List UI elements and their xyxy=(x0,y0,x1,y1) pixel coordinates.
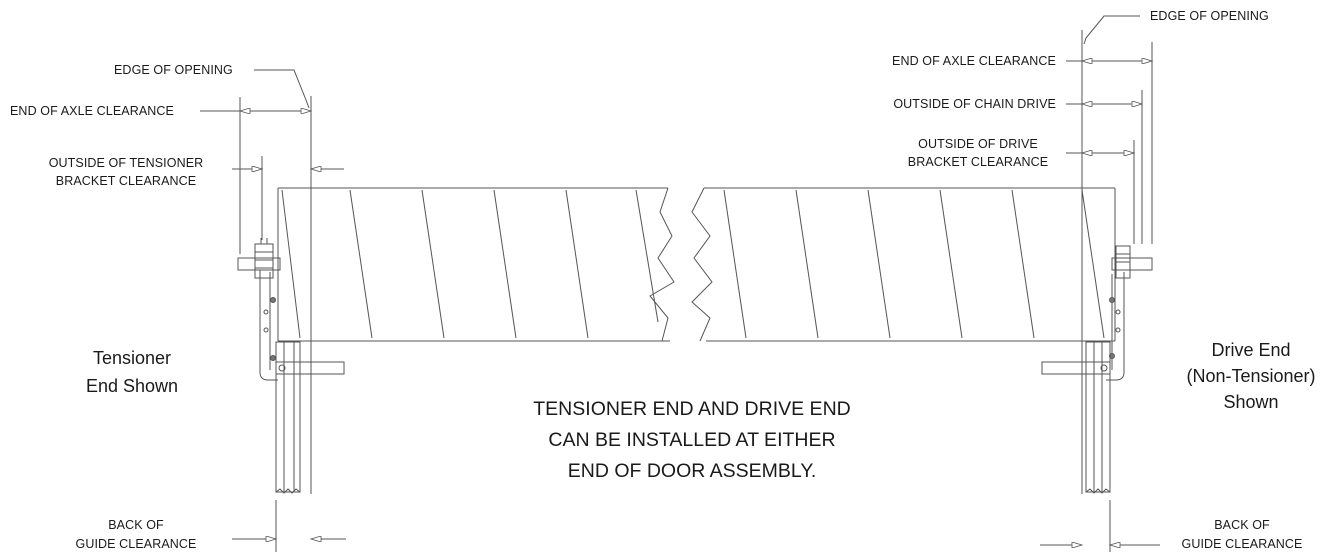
left-dimensions xyxy=(200,69,346,552)
right-back-of-guide-label-2: GUIDE CLEARANCE xyxy=(1181,537,1303,551)
drive-end-hardware xyxy=(1041,245,1153,494)
drive-caption-line-2: (Non-Tensioner) xyxy=(1186,366,1316,386)
tensioner-end-hardware xyxy=(237,238,345,494)
drum-right xyxy=(691,187,1116,342)
right-end-of-axle-label: END OF AXLE CLEARANCE xyxy=(892,54,1056,68)
tensioner-caption-line-2: End Shown xyxy=(85,376,179,396)
left-back-of-guide-label-2: GUIDE CLEARANCE xyxy=(75,537,197,551)
right-drive-bracket-label-1: OUTSIDE OF DRIVE xyxy=(918,137,1038,151)
left-tensioner-bracket-label-2: BRACKET CLEARANCE xyxy=(55,174,197,188)
drive-caption-line-1: Drive End xyxy=(1211,340,1291,360)
installation-note-line-3: END OF DOOR ASSEMBLY. xyxy=(567,460,817,482)
right-drive-bracket-label-2: BRACKET CLEARANCE xyxy=(907,155,1049,169)
left-tensioner-bracket-label-1: OUTSIDE OF TENSIONER xyxy=(48,156,204,170)
drum-left xyxy=(277,187,675,342)
drive-caption-line-3: Shown xyxy=(1223,392,1279,412)
installation-note-line-2: CAN BE INSTALLED AT EITHER xyxy=(548,429,836,451)
right-back-of-guide-label-1: BACK OF xyxy=(1214,518,1270,532)
installation-note-line-1: TENSIONER END AND DRIVE END xyxy=(533,398,851,420)
right-chain-drive-label: OUTSIDE OF CHAIN DRIVE xyxy=(893,97,1056,111)
tensioner-caption-line-1: Tensioner xyxy=(92,348,172,368)
right-edge-of-opening-label: EDGE OF OPENING xyxy=(1150,9,1269,23)
left-back-of-guide-label-1: BACK OF xyxy=(108,518,164,532)
left-edge-of-opening-label: EDGE OF OPENING xyxy=(114,63,233,77)
right-dimensions xyxy=(1040,15,1160,552)
left-end-of-axle-label: END OF AXLE CLEARANCE xyxy=(10,104,174,118)
